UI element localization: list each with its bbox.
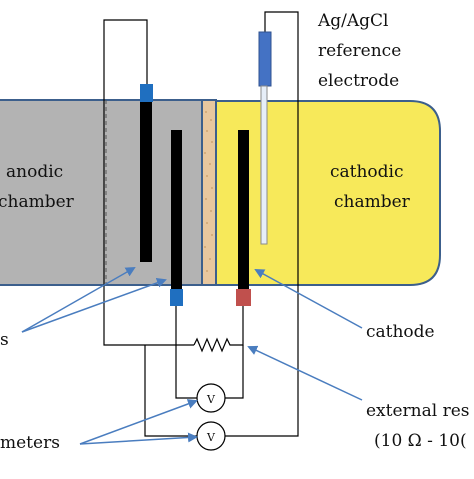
membrane xyxy=(201,99,217,286)
reference-electrode-tube xyxy=(260,85,268,245)
arrow-cathode xyxy=(254,269,363,329)
membrane-texture xyxy=(204,111,213,272)
cathode-rod xyxy=(238,130,249,290)
voltmeter-2-symbol: V xyxy=(206,431,216,444)
wire-vm2-left xyxy=(144,345,197,437)
arrow-anodes-1 xyxy=(21,267,136,333)
voltmeter-2: V xyxy=(196,421,226,451)
label-cathodic-2: chamber xyxy=(334,192,411,212)
top-wire xyxy=(103,19,148,346)
cathode-terminal xyxy=(236,289,251,306)
voltmeter-1: V xyxy=(196,383,226,413)
wire-cathode-down xyxy=(232,306,244,346)
label-reference-1: Ag/AgCl xyxy=(317,11,389,31)
label-anodic-2: chamber xyxy=(0,192,75,212)
label-voltmeters: meters xyxy=(0,433,60,453)
arrow-anodes-2 xyxy=(21,278,167,333)
anode-1-rod xyxy=(140,102,152,262)
external-resistor xyxy=(193,337,232,353)
anode-2-rod xyxy=(171,130,182,290)
anode-2-terminal xyxy=(170,289,183,306)
reference-electrode-body xyxy=(258,31,272,87)
label-anodes: s xyxy=(0,330,9,350)
anode-1-terminal xyxy=(140,84,153,102)
reference-wire xyxy=(225,11,299,437)
arrow-voltmeter-2 xyxy=(79,432,198,445)
cathodic-chamber xyxy=(215,100,441,286)
anodic-chamber xyxy=(0,99,203,286)
label-cathodic-1: cathodic xyxy=(330,162,404,182)
arrow-voltmeter-1 xyxy=(79,399,198,445)
wire-anode-2-down xyxy=(175,306,197,399)
label-external-resistor-1: external res xyxy=(366,401,470,421)
label-external-resistor-2: (10 Ω - 10( xyxy=(374,431,467,451)
arrow-resistor xyxy=(247,345,363,401)
voltmeter-1-symbol: V xyxy=(206,393,216,406)
wire-vm1-right xyxy=(225,345,244,399)
label-cathode: cathode xyxy=(366,322,435,342)
label-anodic-1: anodic xyxy=(6,162,63,182)
label-reference-2: reference xyxy=(318,41,401,61)
label-reference-3: electrode xyxy=(318,71,399,91)
